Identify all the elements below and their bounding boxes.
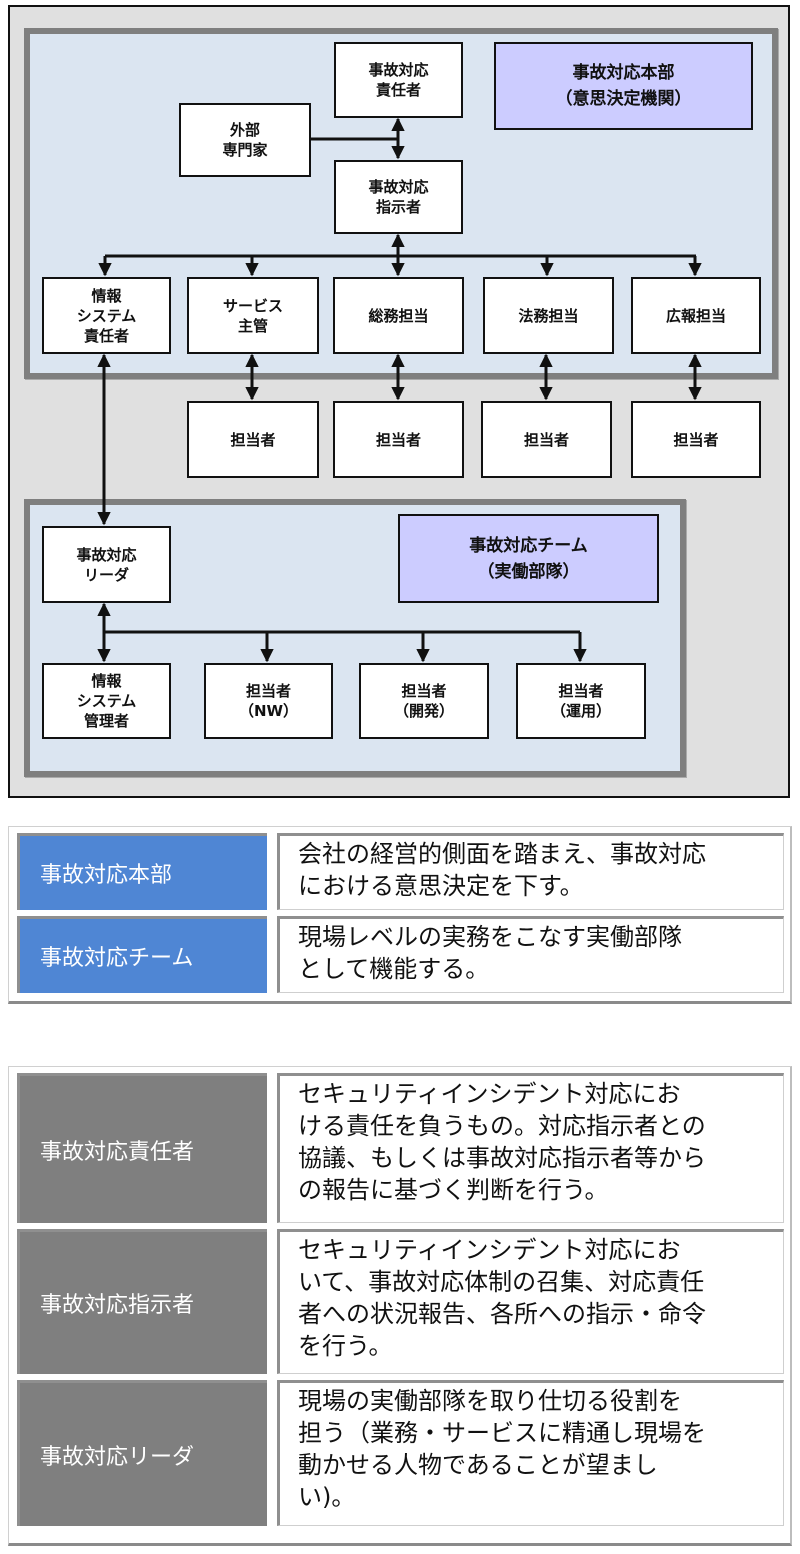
organization-definition-table: 事故対応本部 会社の経営的側面を踏まえ、事故対応 における意思決定を下す。 事故… bbox=[8, 826, 792, 1004]
node-public-relations: 広報担当 bbox=[631, 277, 761, 354]
node-staff-nw: 担当者 （NW） bbox=[204, 663, 333, 739]
node-staff: 担当者 bbox=[631, 401, 761, 478]
description-cell: セキュリティインシデント対応にお いて、事故対応体制の召集、対応責任 者への状況… bbox=[277, 1229, 784, 1374]
team-label: 事故対応チーム （実働部隊） bbox=[398, 514, 659, 603]
table-row: 事故対応本部 会社の経営的側面を踏まえ、事故対応 における意思決定を下す。 bbox=[17, 833, 784, 910]
headquarters-label: 事故対応本部 （意思決定機関） bbox=[494, 42, 753, 130]
table-row: 事故対応リーダ 現場の実働部隊を取り仕切る役割を 担う（業務・サービスに精通し現… bbox=[17, 1380, 784, 1526]
term-cell: 事故対応責任者 bbox=[17, 1073, 267, 1223]
node-staff-dev: 担当者 （開発） bbox=[359, 663, 489, 739]
description-cell: 現場の実働部隊を取り仕切る役割を 担う（業務・サービスに精通し現場を 動かせる人… bbox=[277, 1380, 784, 1526]
description-cell: 会社の経営的側面を踏まえ、事故対応 における意思決定を下す。 bbox=[277, 833, 784, 910]
node-staff: 担当者 bbox=[333, 401, 464, 478]
node-external-expert: 外部 専門家 bbox=[179, 103, 311, 177]
node-legal: 法務担当 bbox=[483, 277, 614, 354]
role-definition-table: 事故対応責任者 セキュリティインシデント対応にお ける責任を負うもの。対応指示者… bbox=[8, 1066, 792, 1546]
node-info-system-admin: 情報 システム 管理者 bbox=[42, 663, 171, 739]
node-info-system-manager: 情報 システム 責任者 bbox=[42, 277, 171, 354]
node-incident-response-leader: 事故対応 リーダ bbox=[42, 526, 171, 603]
table-row: 事故対応責任者 セキュリティインシデント対応にお ける責任を負うもの。対応指示者… bbox=[17, 1073, 784, 1223]
term-cell: 事故対応リーダ bbox=[17, 1380, 267, 1526]
node-service-manager: サービス 主管 bbox=[187, 277, 319, 354]
table-row: 事故対応指示者 セキュリティインシデント対応にお いて、事故対応体制の召集、対応… bbox=[17, 1229, 784, 1374]
term-cell: 事故対応チーム bbox=[17, 916, 267, 993]
term-cell: 事故対応本部 bbox=[17, 833, 267, 910]
description-cell: セキュリティインシデント対応にお ける責任を負うもの。対応指示者との 協議、もし… bbox=[277, 1073, 784, 1223]
node-staff-ops: 担当者 （運用） bbox=[516, 663, 646, 739]
node-incident-response-director: 事故対応 指示者 bbox=[334, 160, 463, 234]
table-row: 事故対応チーム 現場レベルの実務をこなす実働部隊 として機能する。 bbox=[17, 916, 784, 993]
node-staff: 担当者 bbox=[187, 401, 319, 478]
node-general-affairs: 総務担当 bbox=[333, 277, 464, 354]
term-cell: 事故対応指示者 bbox=[17, 1229, 267, 1374]
node-incident-response-responsible: 事故対応 責任者 bbox=[334, 42, 463, 118]
description-cell: 現場レベルの実務をこなす実働部隊 として機能する。 bbox=[277, 916, 784, 993]
node-staff: 担当者 bbox=[481, 401, 612, 478]
